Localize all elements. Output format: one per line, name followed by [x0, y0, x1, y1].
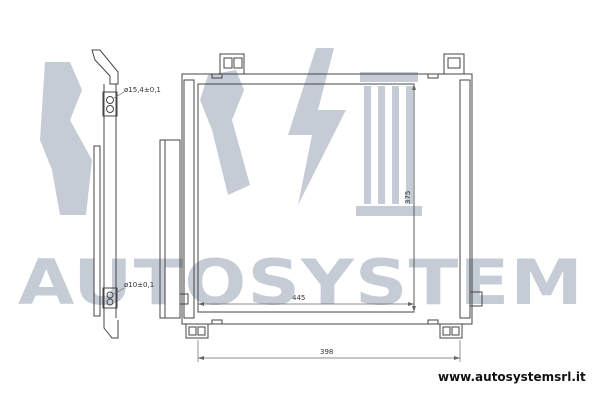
watermark-text: AUTOSYSTEM	[18, 246, 584, 319]
watermark-wrench-icon	[200, 70, 250, 195]
bottom-clip-left	[211, 319, 223, 325]
bottom-clip-right	[427, 319, 439, 325]
watermark-figure-icon	[40, 62, 92, 215]
side-view-leaders	[113, 91, 125, 295]
dimension-lines	[197, 84, 461, 362]
left-pipe-stub	[179, 293, 189, 305]
bottom-left-bracket	[185, 323, 209, 339]
receiver-drier	[159, 139, 181, 319]
inlet-diameter-label: ø15,4±0,1	[124, 86, 161, 94]
inlet-fitting	[102, 91, 118, 117]
right-header-tank	[459, 79, 471, 319]
top-right-bracket	[443, 53, 465, 75]
watermark-columns-icon	[356, 72, 422, 216]
drier-side	[93, 145, 101, 317]
overall-width-label: 398	[320, 348, 333, 356]
side-view	[91, 49, 119, 339]
top-clip-left	[211, 73, 223, 79]
watermark-logo: AUTOSYSTEM	[18, 48, 584, 319]
inlet-pipe	[91, 49, 119, 85]
website-url[interactable]: www.autosystemsrl.it	[438, 370, 586, 384]
outlet-fitting	[102, 287, 118, 309]
bottom-right-bracket	[439, 323, 463, 339]
outlet-pipe	[103, 318, 119, 339]
front-view	[159, 53, 483, 339]
core-height-label: 375	[404, 191, 412, 204]
core-width-label: 445	[292, 294, 305, 302]
condenser-frame	[181, 73, 473, 325]
left-header-tank	[183, 79, 195, 319]
right-pipe-stub	[469, 291, 483, 307]
outlet-diameter-label: ø10±0,1	[124, 281, 154, 289]
top-left-bracket	[219, 53, 245, 75]
watermark-bolt-icon	[288, 48, 346, 205]
top-clip-right	[427, 73, 439, 79]
